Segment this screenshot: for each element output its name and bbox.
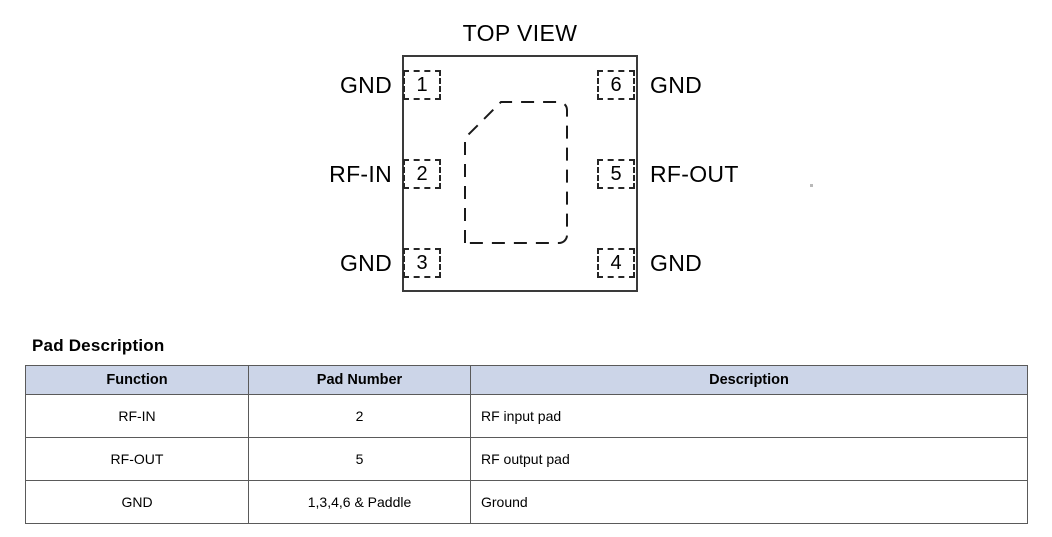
pin-box-5[interactable]: 5 bbox=[597, 159, 635, 189]
pin-label-1-gND: GND bbox=[339, 72, 392, 98]
table-row: GND 1,3,4,6 & Paddle Ground bbox=[25, 480, 1028, 524]
pin-label-6-gnd: GND bbox=[650, 72, 703, 98]
pin-box-6[interactable]: 6 bbox=[597, 70, 635, 100]
cell-pad-number: 5 bbox=[248, 437, 471, 481]
pin-box-1[interactable]: 1 bbox=[403, 70, 441, 100]
column-header-pad-number: Pad Number bbox=[248, 365, 471, 395]
ground-paddle-outline bbox=[464, 101, 568, 244]
column-header-function: Function bbox=[25, 365, 249, 395]
pad-description-table: Function Pad Number Description RF-IN 2 … bbox=[25, 365, 1028, 524]
cell-pad-number: 2 bbox=[248, 394, 471, 438]
cell-description: Ground bbox=[470, 480, 1028, 524]
cell-description: RF output pad bbox=[470, 437, 1028, 481]
pad-description-section: Pad Description Function Pad Number Desc… bbox=[25, 336, 1028, 524]
table-header-row: Function Pad Number Description bbox=[25, 365, 1028, 395]
column-header-description: Description bbox=[470, 365, 1028, 395]
cell-description: RF input pad bbox=[470, 394, 1028, 438]
pin-box-2[interactable]: 2 bbox=[403, 159, 441, 189]
pin-box-3[interactable]: 3 bbox=[403, 248, 441, 278]
cell-pad-number: 1,3,4,6 & Paddle bbox=[248, 480, 471, 524]
pin-one-orientation-dot bbox=[810, 184, 813, 187]
pin-box-4[interactable]: 4 bbox=[597, 248, 635, 278]
cell-function: RF-IN bbox=[25, 394, 249, 438]
cell-function: GND bbox=[25, 480, 249, 524]
top-view-label: TOP VIEW bbox=[462, 20, 578, 46]
table-row: RF-IN 2 RF input pad bbox=[25, 394, 1028, 438]
cell-function: RF-OUT bbox=[25, 437, 249, 481]
table-row: RF-OUT 5 RF output pad bbox=[25, 437, 1028, 481]
pin-label-2-rf-in: RF-IN bbox=[329, 161, 392, 187]
pin-label-5-rf-out: RF-OUT bbox=[650, 161, 739, 187]
pin-label-4-gnd: GND bbox=[650, 250, 703, 276]
package-top-view-diagram: TOP VIEW 1 2 3 6 5 4 GND RF-IN GND GND R… bbox=[329, 20, 813, 292]
ground-paddle-path bbox=[464, 101, 568, 244]
pin-label-3-gnd: GND bbox=[339, 250, 392, 276]
pad-description-heading: Pad Description bbox=[32, 336, 165, 355]
